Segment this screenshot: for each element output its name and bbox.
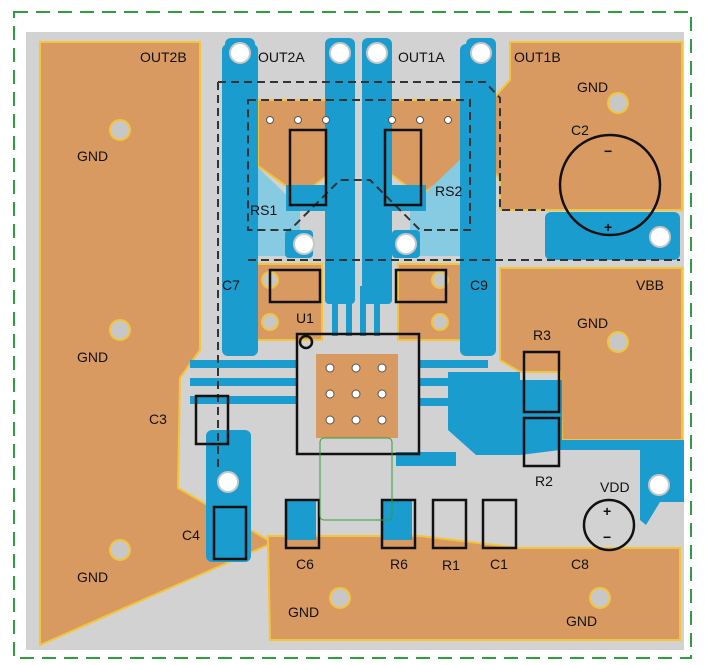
via-vdd [648, 474, 670, 496]
c8-plus-mark: + [603, 503, 611, 519]
label-out1a: OUT1A [398, 49, 445, 65]
rs-small-vias [266, 116, 452, 124]
label-c1: C1 [490, 556, 508, 572]
label-gnd-tl: GND [77, 148, 108, 164]
c4-outline [212, 505, 248, 561]
copper-ground-bottom [266, 535, 681, 641]
label-c3: C3 [149, 411, 167, 427]
u1-outline [295, 332, 421, 456]
label-gnd-ml: GND [77, 349, 108, 365]
via-out2a-right [329, 42, 351, 64]
via-out1a-left [366, 42, 388, 64]
c1-outline [481, 498, 518, 550]
mounting-pads [217, 38, 671, 496]
label-r6: R6 [390, 556, 408, 572]
r2-outline [522, 416, 561, 468]
copper-out2b [39, 41, 269, 647]
label-rs2: RS2 [435, 183, 462, 199]
r1-outline [431, 498, 468, 550]
via-c4 [217, 471, 239, 493]
label-out2a: OUT2A [258, 49, 305, 65]
rs2-outline [383, 128, 423, 207]
via-rs1 [293, 233, 315, 255]
c2-plus-mark: + [604, 219, 612, 235]
label-c9: C9 [470, 277, 488, 293]
label-c7: C7 [222, 277, 240, 293]
c6-outline [284, 498, 321, 550]
labels: OUT2B OUT2A OUT1A OUT1B GND GND C2 RS1 R… [77, 49, 664, 629]
label-r1: R1 [442, 557, 460, 573]
trace-network [190, 44, 684, 562]
label-out2b: OUT2B [140, 49, 187, 65]
label-gnd-br: GND [566, 613, 597, 629]
via-rs2 [395, 233, 417, 255]
c3-outline [194, 394, 230, 446]
c9-outline [394, 268, 448, 304]
label-vdd: VDD [600, 479, 630, 495]
via-c2 [649, 226, 671, 248]
label-c8: C8 [571, 556, 589, 572]
label-out1b: OUT1B [514, 49, 561, 65]
c8-minus-mark: − [603, 529, 611, 545]
label-gnd-r: GND [577, 315, 608, 331]
label-vbb: VBB [636, 277, 664, 293]
c8-outline [582, 498, 636, 552]
label-c6: C6 [296, 556, 314, 572]
via-out2a-left [229, 42, 251, 64]
u1-pin1-marker [298, 334, 314, 350]
label-c2: C2 [571, 122, 589, 138]
component-outlines [194, 128, 662, 561]
label-gnd-tr: GND [577, 79, 608, 95]
label-r2: R2 [535, 473, 553, 489]
label-rs1: RS1 [250, 202, 277, 218]
r6-outline [380, 498, 417, 550]
u1-thermal-pad [316, 354, 398, 521]
label-gnd-bm: GND [288, 604, 319, 620]
c2-minus-mark: − [604, 143, 612, 159]
rs1-outline [288, 128, 328, 207]
label-gnd-bl: GND [77, 569, 108, 585]
c2-outline [558, 133, 662, 237]
dashed-keepout [217, 81, 680, 470]
label-u1: U1 [296, 310, 314, 326]
label-r3: R3 [533, 327, 551, 343]
via-out1a-right [470, 42, 492, 64]
label-c4: C4 [182, 527, 200, 543]
ground-vias [109, 92, 629, 609]
c7-outline [268, 268, 322, 304]
board-outline [13, 11, 692, 659]
r3-outline [522, 350, 561, 414]
